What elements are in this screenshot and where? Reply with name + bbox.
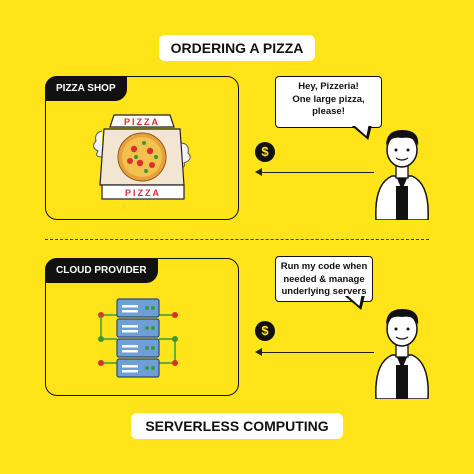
- bubble-line: Hey, Pizzeria!: [298, 81, 359, 92]
- pizza-box-icon: PIZZA PIZZA: [92, 114, 191, 200]
- bubble-line: needed & manage: [283, 273, 365, 285]
- arrow-head: [255, 348, 262, 356]
- person-icon: [375, 130, 429, 220]
- pizza-shop-label: PIZZA SHOP: [45, 76, 127, 101]
- order-speech-bubble: Hey, Pizzeria! One large pizza, please!: [275, 76, 382, 128]
- section-divider: [45, 239, 429, 240]
- arrow-head: [255, 168, 262, 176]
- bubble-line: Run my code when: [280, 261, 368, 272]
- cloud-provider-label: CLOUD PROVIDER: [45, 258, 158, 283]
- dollar-coin-icon: $: [255, 142, 275, 162]
- dollar-coin-icon: $: [255, 321, 275, 341]
- bubble-line: One large pizza,: [292, 93, 365, 105]
- page-title: ORDERING A PIZZA: [159, 35, 315, 61]
- arrow-left-icon: [261, 352, 374, 353]
- box-front-text: PIZZA: [125, 188, 161, 198]
- person-icon: [375, 309, 429, 399]
- arrow-left-icon: [261, 172, 374, 173]
- box-lid-text: PIZZA: [124, 117, 160, 127]
- pizza-shop-panel: [45, 76, 239, 220]
- bubble-line: underlying servers: [281, 286, 367, 297]
- footer-title: SERVERLESS COMPUTING: [131, 413, 343, 439]
- bubble-line: please!: [312, 106, 345, 117]
- server-rack-icon: [98, 298, 178, 378]
